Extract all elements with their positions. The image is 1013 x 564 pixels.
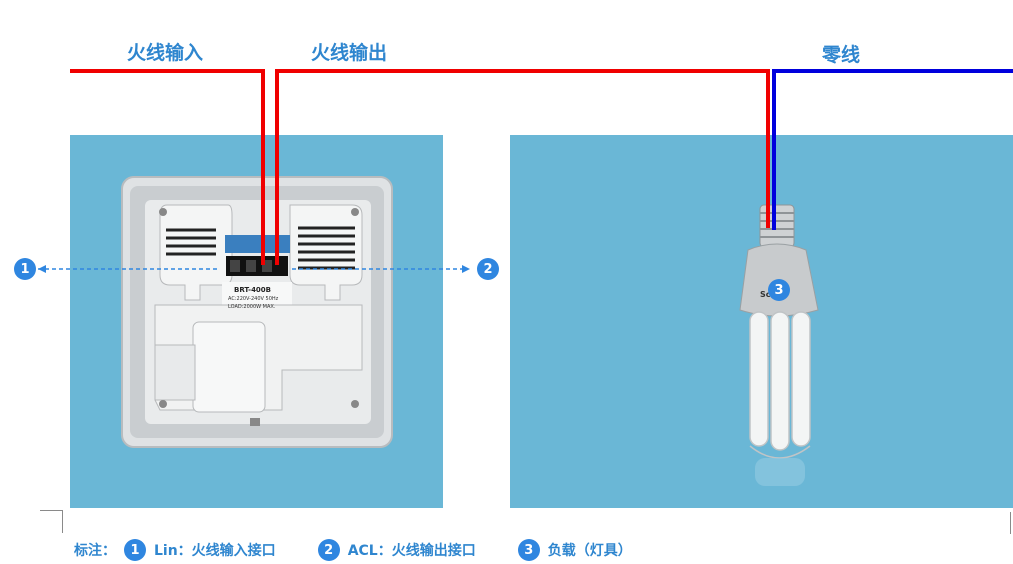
live-out-label: 火线输出 — [311, 42, 388, 64]
legend-item-1: 1 Lin：火线输入接口 — [124, 539, 276, 561]
legend-item-3: 3 负载（灯具） — [517, 539, 632, 561]
legend-badge-3: 3 — [517, 539, 540, 561]
arrow-left-head — [38, 265, 46, 273]
device-spec-1: AC:220V-240V 50Hz — [228, 296, 279, 302]
marker-1: 1 — [14, 258, 36, 280]
live-in-label: 火线输入 — [127, 42, 204, 64]
legend-text-3: 负载（灯具） — [547, 543, 632, 559]
bulb-brand: Sc — [760, 290, 771, 299]
legend-badge-1: 1 — [124, 539, 146, 561]
device-model: BRT-400B — [234, 286, 272, 294]
legend-prefix: 标注： — [74, 543, 116, 559]
legend-text-1: Lin：火线输入接口 — [154, 543, 276, 559]
smart-switch-device — [121, 176, 393, 448]
wires — [70, 69, 1013, 265]
legend-text-2: ACL：火线输出接口 — [347, 543, 476, 559]
crop-mark-right — [1010, 512, 1013, 534]
marker-2: 2 — [477, 258, 499, 280]
cfl-bulb — [739, 204, 819, 486]
legend-item-2: 2 ACL：火线输出接口 — [317, 539, 476, 561]
legend-badge-2: 2 — [317, 539, 340, 561]
neutral-label: 零线 — [822, 44, 861, 66]
legend: 标注： 1 Lin：火线输入接口 2 ACL：火线输出接口 3 负载（灯具） — [74, 538, 674, 562]
arrow-right-head — [462, 265, 470, 273]
crop-mark-left — [40, 510, 63, 533]
marker-3: 3 — [768, 279, 790, 301]
device-spec-2: LOAD:2000W MAX. — [228, 304, 276, 310]
